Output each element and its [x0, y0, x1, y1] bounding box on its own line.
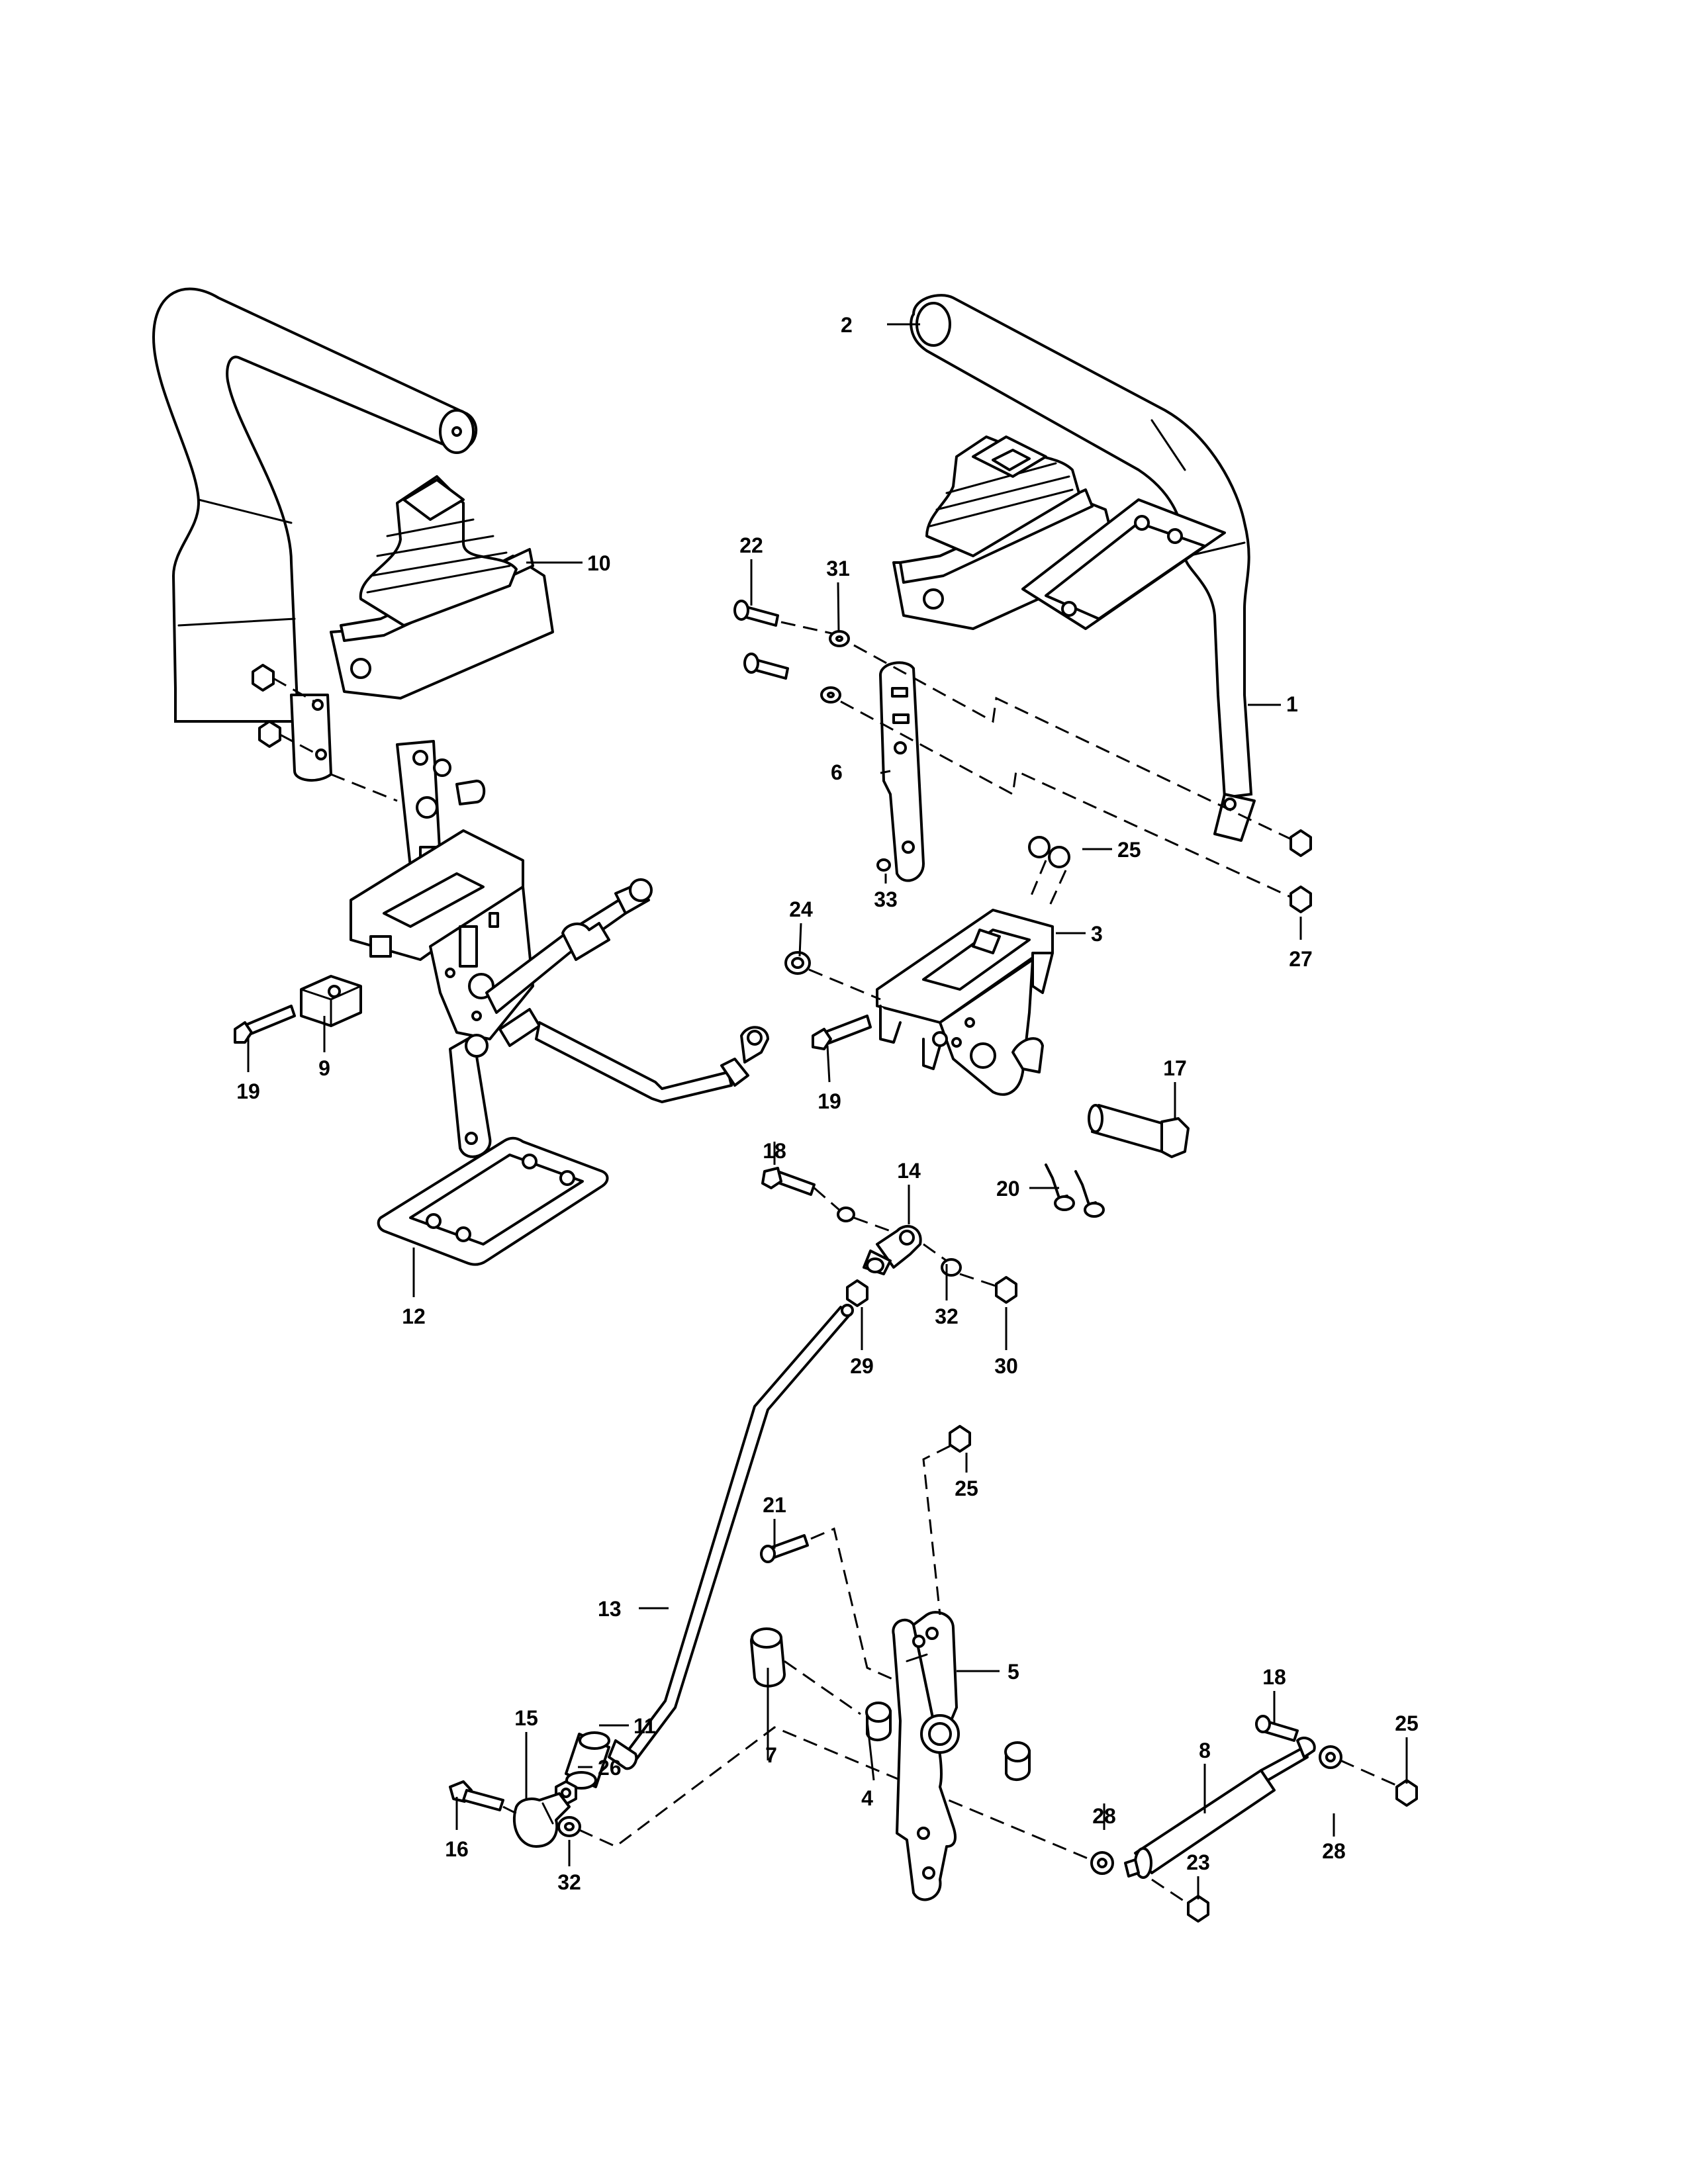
- callout-32-center: 32: [935, 1304, 959, 1328]
- callout-9: 9: [318, 1056, 330, 1080]
- center-adjuster-11: [565, 1731, 638, 1790]
- callout-11: 11: [633, 1714, 656, 1738]
- callout-22: 22: [739, 533, 763, 557]
- callout-16: 16: [445, 1837, 469, 1861]
- center-bolt-18: [761, 1167, 891, 1232]
- callout-19-left: 19: [236, 1079, 260, 1103]
- callout-4: 4: [861, 1786, 873, 1810]
- right-control-bracket-3: [876, 909, 1054, 1096]
- center-bolt-16: [449, 1780, 517, 1815]
- left-bracket-block-9: [300, 975, 362, 1027]
- left-gasket-12: [377, 1136, 609, 1266]
- center-bolt-21: [760, 1527, 898, 1682]
- callout-2: 2: [841, 313, 853, 337]
- callout-25-center: 25: [955, 1477, 978, 1500]
- callout-28-right: 28: [1322, 1839, 1346, 1863]
- right-lever-6: [879, 661, 925, 882]
- right-nuts-25-27: [1028, 829, 1312, 913]
- callout-8: 8: [1199, 1739, 1211, 1762]
- left-linkage-rod: [535, 1021, 769, 1103]
- center-spacer-7: [750, 1627, 861, 1715]
- callout-23: 23: [1186, 1850, 1210, 1874]
- callout-19-right: 19: [818, 1089, 841, 1113]
- callout-7: 7: [765, 1743, 777, 1767]
- right-pin-17: [1088, 1104, 1190, 1158]
- callout-24: 24: [789, 897, 813, 921]
- right-nut-24: [784, 951, 881, 1001]
- left-nuts: [252, 664, 398, 802]
- center-nut-25: [922, 1425, 971, 1615]
- right-screws-20: [1045, 1163, 1105, 1218]
- left-control-handle: [152, 287, 478, 782]
- callout-10: 10: [587, 551, 611, 575]
- callout-5: 5: [1008, 1660, 1019, 1684]
- right-gas-spring-8: [1124, 1737, 1316, 1879]
- center-jam-nut-29: [846, 1279, 868, 1307]
- callout-18-right: 18: [1262, 1665, 1286, 1689]
- callout-12: 12: [402, 1304, 426, 1328]
- center-link-rod-13: [624, 1304, 854, 1762]
- callout-18-center: 18: [763, 1139, 786, 1163]
- callout-27: 27: [1289, 947, 1313, 971]
- right-bolt-18: [1255, 1715, 1299, 1742]
- callout-14: 14: [897, 1159, 921, 1183]
- callout-21: 21: [763, 1493, 786, 1517]
- callout-26: 26: [598, 1756, 622, 1780]
- callout-labels: 1 2 3 4 5 6 7 8 9 10 11 12 13 14 15 16 1…: [236, 313, 1419, 1894]
- left-gas-spring: [485, 878, 653, 1047]
- center-rod-end-15: [512, 1792, 571, 1848]
- right-dashed-connectors: [840, 644, 1301, 901]
- callout-32-left: 32: [557, 1870, 581, 1894]
- callout-25-right: 25: [1395, 1711, 1419, 1735]
- center-bushing-4: [865, 1702, 1031, 1781]
- right-nuts-28-25: [1090, 1745, 1418, 1923]
- callout-15: 15: [514, 1706, 538, 1730]
- left-bolt-19: [234, 1005, 296, 1044]
- right-bolts-22: [733, 600, 841, 680]
- callout-13: 13: [598, 1597, 622, 1621]
- left-control-boot-10: [330, 475, 554, 700]
- center-pivot-lever-5: [892, 1611, 960, 1901]
- center-rod-end-14: [863, 1224, 1017, 1304]
- callout-17: 17: [1163, 1056, 1187, 1080]
- right-washers-31: [820, 630, 891, 872]
- callout-25-upper: 25: [1117, 838, 1141, 862]
- callout-6: 6: [831, 760, 843, 784]
- callout-33: 33: [874, 887, 898, 911]
- right-control-handle: [910, 294, 1256, 842]
- callout-29: 29: [850, 1354, 874, 1378]
- callout-1: 1: [1286, 692, 1298, 716]
- callout-leaders: [247, 323, 1408, 1899]
- callout-30: 30: [994, 1354, 1018, 1378]
- callout-3: 3: [1091, 922, 1103, 946]
- right-bolt-19: [812, 1015, 872, 1050]
- right-control-boot: [892, 435, 1226, 630]
- callout-31: 31: [826, 557, 850, 580]
- callout-28-left: 28: [1092, 1804, 1116, 1828]
- callout-20: 20: [996, 1177, 1020, 1201]
